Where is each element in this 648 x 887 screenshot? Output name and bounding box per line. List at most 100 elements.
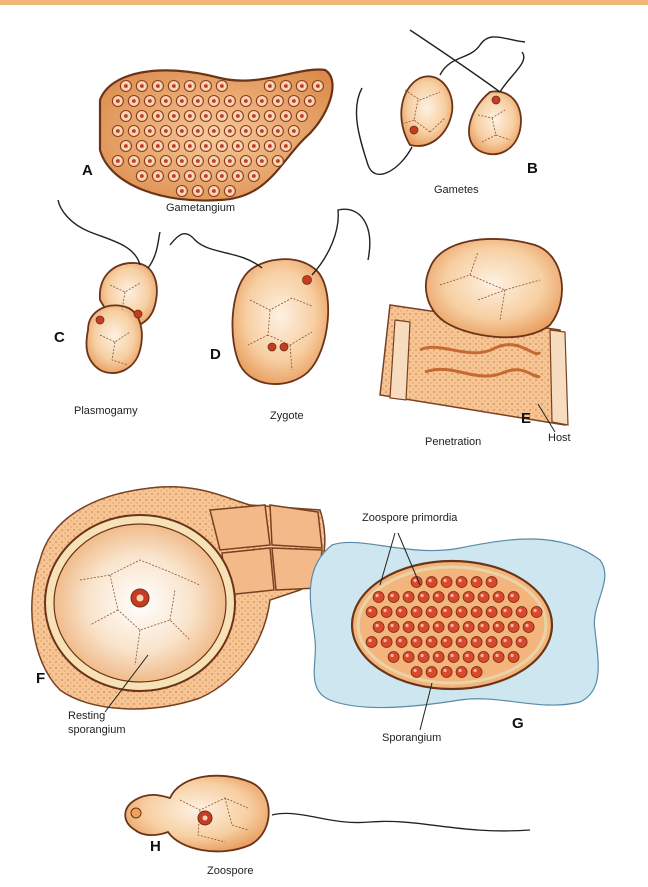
gametangium-nucleus-core [308, 99, 312, 103]
zoospore-primordium [388, 652, 399, 663]
zoospore-primordium-highlight [459, 609, 462, 612]
zoospore-primordium-highlight [481, 654, 484, 657]
gametangium-nucleus-core [132, 159, 136, 163]
gametangium-nucleus-core [204, 144, 208, 148]
gametangium-nucleus-core [244, 99, 248, 103]
zoospore-primordium-highlight [436, 624, 439, 627]
penetrating-spore [426, 239, 562, 337]
panel-letter-e: E [521, 410, 531, 427]
zoospore-primordium [396, 607, 407, 618]
zoospore-primordium-highlight [414, 669, 417, 672]
gametangium-nucleus-core [292, 129, 296, 133]
zoospore-primordium-highlight [474, 669, 477, 672]
zoospore-primordium [388, 592, 399, 603]
gametangium-nucleus-core [284, 84, 288, 88]
zoospore-primordium [516, 637, 527, 648]
gametangium-nucleus-core [124, 144, 128, 148]
zoospore-primordium-highlight [421, 594, 424, 597]
zoospore-primordium-highlight [489, 639, 492, 642]
zoospore-primordium [486, 637, 497, 648]
zoospore-primordium-highlight [504, 639, 507, 642]
callout-zoospore-primordia: Zoospore primordia [362, 512, 457, 524]
zoospore-primordium-highlight [436, 654, 439, 657]
zoospore-primordium [426, 637, 437, 648]
zoospore-primordium [456, 667, 467, 678]
caption-sporangium: Sporangium [382, 732, 441, 744]
caption-zygote: Zygote [270, 410, 304, 422]
zoospore-primordium [426, 667, 437, 678]
zoospore-primordium [373, 592, 384, 603]
gametangium-nucleus-core [204, 84, 208, 88]
zoospore-primordium [448, 652, 459, 663]
zoospore-primordium [493, 592, 504, 603]
gametangium-nucleus-core [204, 114, 208, 118]
zoospore-primordium-highlight [384, 639, 387, 642]
gametangium-nucleus-core [204, 174, 208, 178]
zoospore-primordium [471, 667, 482, 678]
zoospore-primordium-highlight [414, 579, 417, 582]
zoospore-primordium [411, 607, 422, 618]
gametangium-nucleus-core [140, 114, 144, 118]
gametangium-nucleus-core [148, 129, 152, 133]
zoospore-primordium [471, 577, 482, 588]
zoospore-primordium-highlight [391, 654, 394, 657]
gametangium-nucleus-core [188, 114, 192, 118]
gametangium-nucleus-core [172, 174, 176, 178]
gametangium-nucleus-core [276, 129, 280, 133]
gametangium-nucleus-core [180, 159, 184, 163]
zoospore-primordium [486, 607, 497, 618]
gametangium-nucleus-core [212, 189, 216, 193]
zoospore-primordium [508, 652, 519, 663]
gametangium-nucleus-core [116, 129, 120, 133]
zoospore-primordium-highlight [466, 594, 469, 597]
zoospore-primordium-highlight [474, 579, 477, 582]
zoospore-primordium [366, 607, 377, 618]
zoospore-primordium [456, 607, 467, 618]
gametangium-nucleus-core [268, 144, 272, 148]
zoospore-primordium-highlight [421, 624, 424, 627]
zoospore-primordium [478, 592, 489, 603]
zoospore-primordium-highlight [421, 654, 424, 657]
zoospore-primordium-highlight [429, 579, 432, 582]
zoospore-primordium-highlight [496, 594, 499, 597]
zoospore-primordium-highlight [459, 669, 462, 672]
gametangium-nucleus-core [196, 99, 200, 103]
zoospore-primordium-highlight [489, 579, 492, 582]
zoospore-primordium-highlight [504, 609, 507, 612]
sporangium-cell [352, 561, 552, 689]
zoospore-primordium [501, 637, 512, 648]
zoospore-primordium [418, 592, 429, 603]
zoospore-primordium-highlight [436, 594, 439, 597]
gametangium-nucleus-core [164, 159, 168, 163]
gametangium-nucleus-core [236, 114, 240, 118]
caption-gametangium: Gametangium [166, 202, 235, 214]
zoospore-primordium [456, 577, 467, 588]
gametangium-nucleus-core [124, 114, 128, 118]
gametangium-nucleus-core [124, 84, 128, 88]
zoospore-primordium-highlight [369, 639, 372, 642]
zoospore-primordium-highlight [384, 609, 387, 612]
gametangium-nucleus-core [164, 129, 168, 133]
zoospore-primordium-highlight [526, 624, 529, 627]
gametangium-nucleus-core [140, 144, 144, 148]
zoospore-primordium [441, 667, 452, 678]
panel-letter-g: G [512, 715, 524, 732]
zoospore-primordium-highlight [399, 609, 402, 612]
zoospore-primordium-highlight [406, 654, 409, 657]
zoospore-primordium [403, 622, 414, 633]
gametangium-nucleus-core [188, 84, 192, 88]
zoospore-primordium-highlight [391, 594, 394, 597]
panel-letter-d: D [210, 346, 221, 363]
zoospore-primordium [486, 577, 497, 588]
gametangium-nucleus-core [156, 114, 160, 118]
zoospore-primordium [396, 637, 407, 648]
zoospore-primordium [508, 622, 519, 633]
zoospore-primordium-highlight [429, 639, 432, 642]
gametangium-nucleus-core [236, 144, 240, 148]
gametangium-nucleus-core [268, 114, 272, 118]
gametangium-nucleus-core [212, 159, 216, 163]
gametangium-nucleus-core [220, 174, 224, 178]
gametangium-nucleus-core [188, 144, 192, 148]
gametangium-nucleus-core [196, 189, 200, 193]
gametangium-nucleus-core [156, 84, 160, 88]
